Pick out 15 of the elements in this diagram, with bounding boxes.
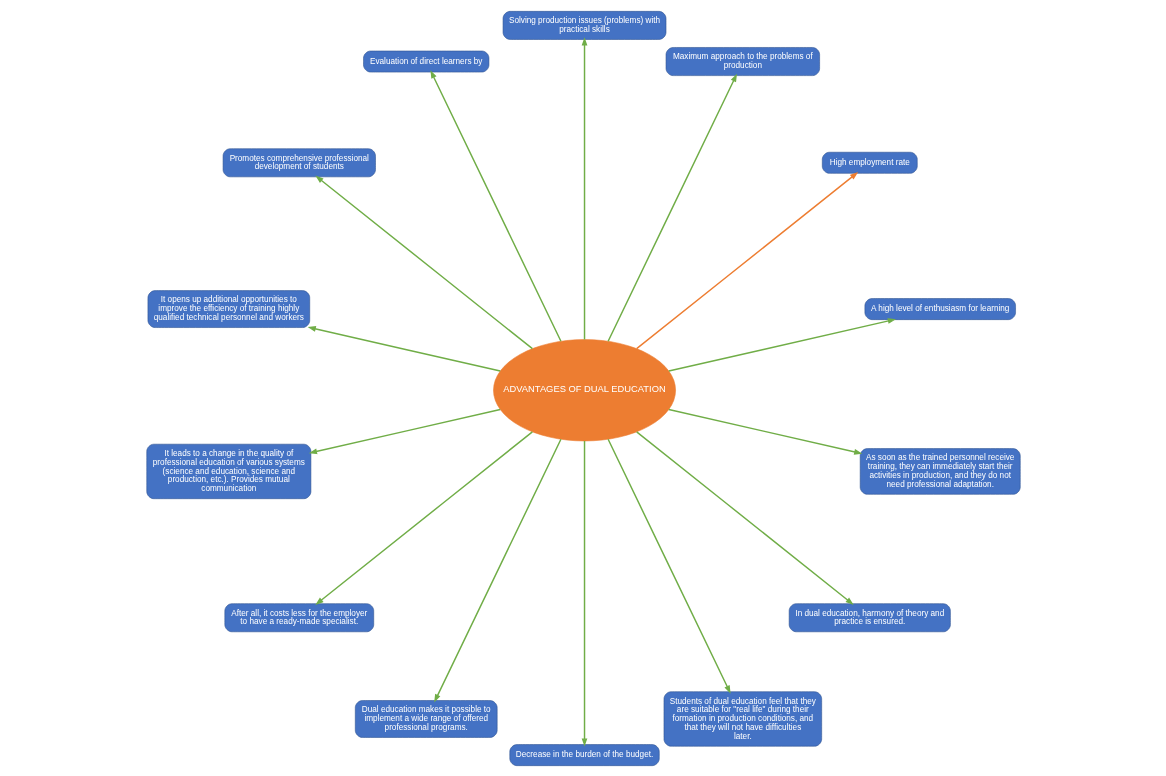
arrow [635, 430, 854, 605]
arrow [429, 69, 562, 342]
arrow [606, 438, 731, 694]
arrow [314, 175, 533, 349]
arrow [307, 325, 501, 372]
arrow [667, 408, 862, 455]
arrow [581, 36, 587, 340]
arrow [433, 438, 562, 702]
arrow [667, 317, 896, 372]
arrow [581, 439, 587, 747]
arrow [606, 73, 737, 342]
arrow [635, 171, 858, 349]
arrow [308, 408, 501, 454]
node-ellipse: ADVANTAGES OF DUAL EDUCATION [492, 338, 676, 441]
arrow [314, 430, 533, 605]
